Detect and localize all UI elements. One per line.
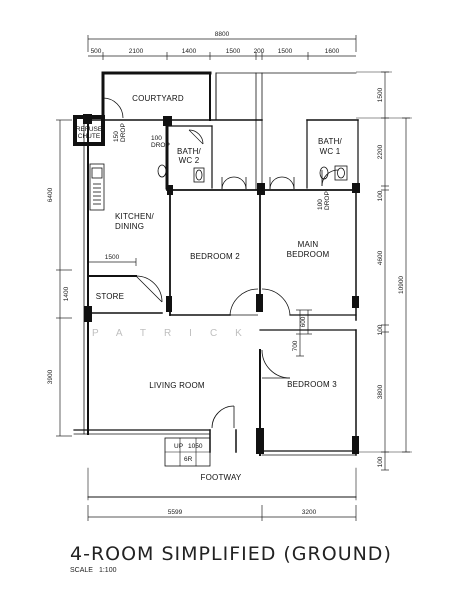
dim-left-1: 6400 (47, 187, 54, 202)
scale-note: SCALE 1:100 (70, 567, 123, 574)
dim-top-6: 1500 (278, 48, 293, 55)
dim-top-total: 8800 (215, 31, 230, 38)
doors (102, 97, 339, 429)
bath-wc2-label-1: BATH/ (177, 147, 202, 156)
dim-left-2: 1400 (63, 286, 70, 301)
dim-right-4: 4600 (377, 250, 384, 265)
dim-right-3: 100 (377, 190, 384, 201)
main-bedroom-label-1: MAIN (298, 240, 319, 249)
drop-100-right-value: 100 (317, 199, 324, 210)
dim-top-1: 500 (91, 48, 102, 55)
dim-top-2: 2100 (129, 48, 144, 55)
dim-right-6: 3800 (377, 384, 384, 399)
dim-right-2: 2200 (377, 144, 384, 159)
watermark-text: PATRICK (92, 328, 260, 339)
dim-bottom-2: 3200 (302, 509, 317, 516)
room-labels: COURTYARD BATH/ WC 2 BATH/ WC 1 KITCHEN/… (96, 94, 343, 482)
dim-right-7: 100 (377, 456, 384, 467)
drop-100-left-label: DROP (151, 142, 170, 149)
bath-wc2-label-2: WC 2 (179, 156, 200, 165)
drop-150-label: DROP (120, 123, 127, 142)
refuse-chute-label-1: REFUSE (76, 126, 103, 133)
dim-top-5: 200 (254, 48, 265, 55)
dim-left-3: 3900 (47, 369, 54, 384)
structural-columns (83, 114, 360, 454)
bedroom3-label: BEDROOM 3 (287, 380, 337, 389)
kitchen-label-1: KITCHEN/ (115, 212, 155, 221)
drop-100-right-label: DROP (324, 191, 331, 210)
scale-label: SCALE (70, 567, 93, 574)
main-bedroom-label-2: BEDROOM (287, 250, 330, 259)
bedroom2-label: BEDROOM 2 (190, 252, 240, 261)
dimension-labels: 8800 500 2100 1400 1500 200 1500 1600 64… (47, 31, 405, 516)
dim-bottom-1: 5599 (168, 509, 183, 516)
dim-top-4: 1500 (226, 48, 241, 55)
refuse-chute-label-2: CHUTE (78, 133, 101, 140)
dim-inner-1500: 1500 (105, 254, 120, 261)
drop-150-value: 150 (113, 131, 120, 142)
dim-inner-700: 700 (292, 340, 299, 351)
floor-plan: PATRICK (47, 31, 412, 521)
kitchen-label-2: DINING (115, 222, 144, 231)
dim-right-total: 10900 (398, 276, 405, 294)
courtyard-label: COURTYARD (132, 94, 184, 103)
plan-title: 4-ROOM SIMPLIFIED (GROUND) (70, 543, 392, 565)
dim-right-1: 1500 (377, 87, 384, 102)
dim-right-5: 100 (377, 324, 384, 335)
up-value: 1050 (188, 443, 203, 450)
dim-inner-600: 600 (300, 316, 307, 327)
living-room-label: LIVING ROOM (149, 381, 205, 390)
dim-top-7: 1600 (325, 48, 340, 55)
bath-wc1-label-1: BATH/ (318, 137, 343, 146)
dimension-lines (56, 35, 412, 521)
scale-value: 1:100 (98, 567, 117, 574)
store-label: STORE (96, 292, 124, 301)
bath-wc1-label-2: WC 1 (320, 147, 341, 156)
footway-label: FOOTWAY (201, 473, 242, 482)
notes: 150 DROP 100 DROP 100 DROP UP 1050 6R (113, 123, 331, 463)
kitchen-counter (89, 163, 105, 211)
drop-100-left-value: 100 (151, 135, 162, 142)
up-label: UP (174, 443, 183, 450)
refuse-chute: REFUSE CHUTE (73, 115, 105, 146)
riser-label: 6R (184, 456, 193, 463)
dim-top-3: 1400 (182, 48, 197, 55)
toilet-fixtures (157, 164, 348, 183)
